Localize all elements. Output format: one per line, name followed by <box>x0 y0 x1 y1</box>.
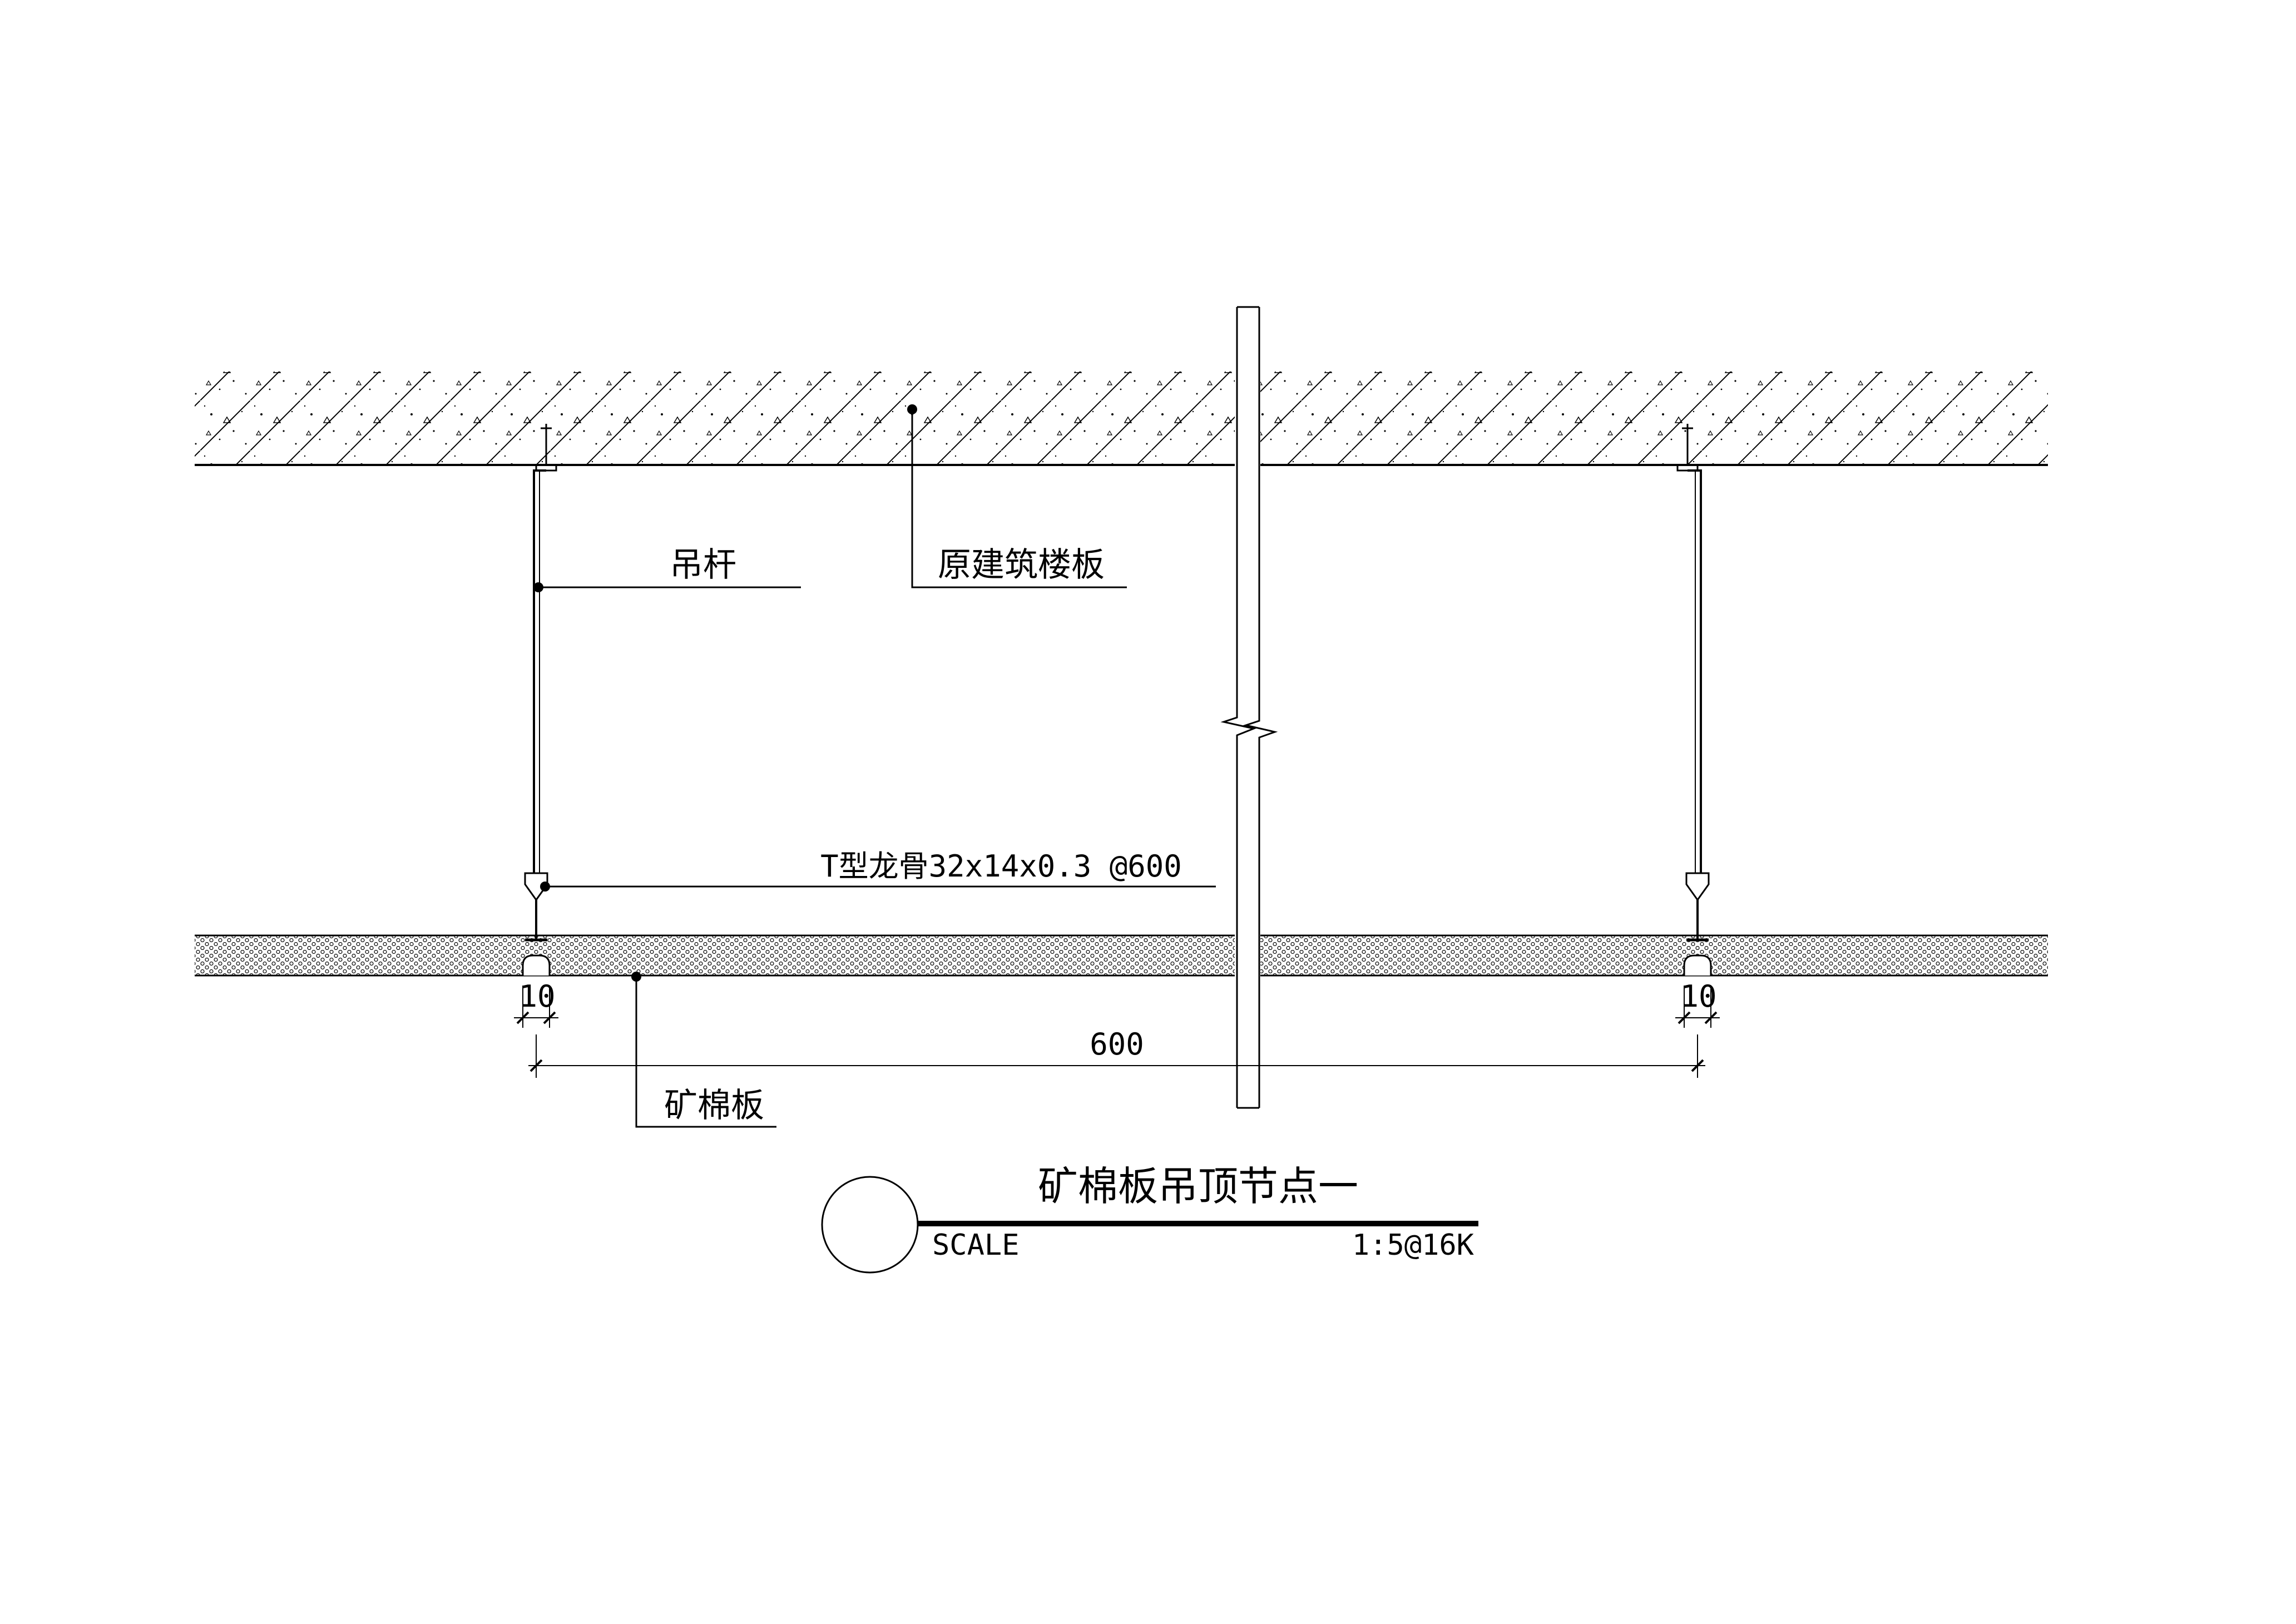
title-symbol-circle <box>821 1176 919 1274</box>
label-t-runner: T型龙骨32x14x0.3 @600 <box>820 849 1182 884</box>
break-line <box>1220 306 1278 1109</box>
dimension-span: 600 <box>528 1027 1705 1078</box>
left-hanger-rod <box>533 469 546 873</box>
left-hanger-assembly <box>522 424 557 976</box>
leader-hanger-rod: 吊杆 <box>533 546 801 592</box>
slab-hatch-fill <box>195 372 2048 465</box>
dimension-left-offset: 10 <box>514 979 558 1028</box>
dimension-right-offset: 10 <box>1675 979 1720 1028</box>
break-line-left <box>1220 307 1257 1108</box>
mineral-wool-board <box>195 934 2048 977</box>
label-hanger-rod: 吊杆 <box>670 546 736 585</box>
left-hanger-clip <box>524 872 548 902</box>
label-building-slab: 原建筑楼板 <box>938 546 1105 585</box>
drawing-title: 矿棉板吊顶节点一 <box>1038 1163 1358 1210</box>
leader-building-slab: 原建筑楼板 <box>907 404 1127 588</box>
label-mineral-board: 矿棉板 <box>664 1086 764 1125</box>
scale-value: 1:5@16K <box>1352 1229 1474 1262</box>
right-board-rebate <box>1683 954 1712 976</box>
leader-mineral-board: 矿棉板 <box>631 972 776 1128</box>
right-hanger-assembly <box>1676 424 1712 976</box>
building-slab <box>195 372 2048 466</box>
right-hanger-rod <box>1688 469 1702 873</box>
left-board-rebate <box>522 954 551 976</box>
break-line-mask <box>1235 307 1260 1108</box>
dim-text-left-offset: 10 <box>519 979 555 1014</box>
scale-label: SCALE <box>932 1229 1020 1262</box>
dim-text-right-offset: 10 <box>1680 979 1716 1014</box>
title-block: 矿棉板吊顶节点一 SCALE 1:5@16K <box>821 1163 1478 1274</box>
dim-text-span: 600 <box>1090 1027 1144 1062</box>
board-texture-fill <box>195 935 2048 976</box>
leader-t-runner: T型龙骨32x14x0.3 @600 <box>540 849 1216 892</box>
right-hanger-clip <box>1685 872 1710 902</box>
break-line-right <box>1243 307 1278 1108</box>
